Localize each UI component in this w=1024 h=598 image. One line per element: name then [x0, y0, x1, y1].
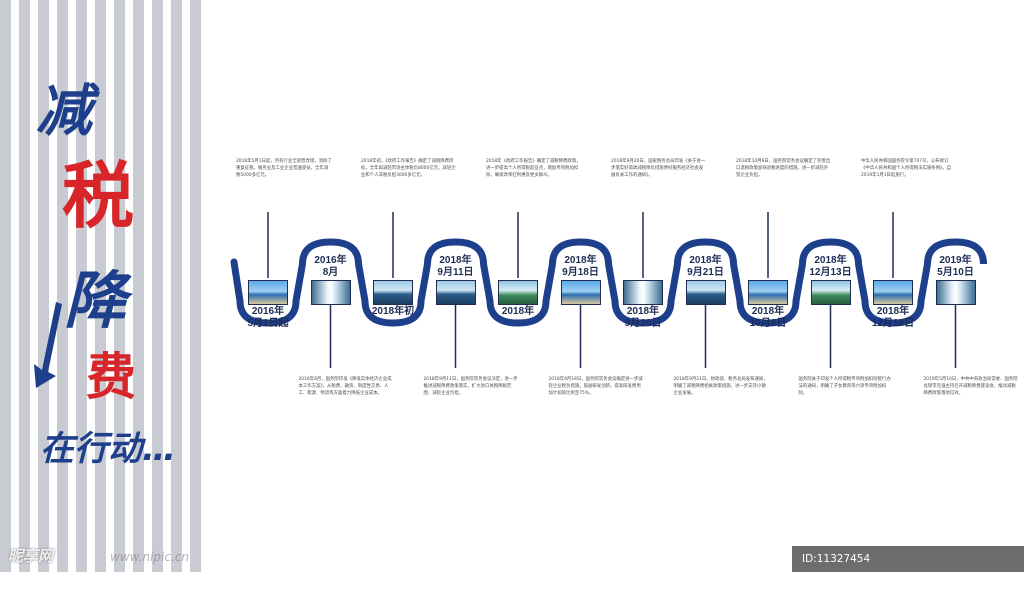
milestone-note: 2018年初，《政府工作报告》确定了减税降费目标，全年再减轻市场主体税负8000… — [361, 159, 456, 178]
milestone-thumbnail — [810, 280, 851, 305]
milestone-note: 2018年9月20日，国家税务总局印发《关于进一步落实好简政减税降负措施更好服务… — [611, 159, 706, 178]
milestone-thumbnail — [498, 280, 538, 305]
slogan-char-1: 减 — [36, 79, 92, 144]
milestone-thumbnail — [373, 280, 413, 305]
milestone-note: 2018年9月21日，财政部、税务总局发布通知，明确了减税降费相关政策措施，进一… — [673, 377, 768, 396]
milestone-note: 2018年《政府工作报告》确定了减税降费政策，进一步提高个人所得税起征点，增加专… — [486, 159, 581, 178]
milestone-date-year: 2018年 — [876, 306, 910, 317]
milestone-date-year: 2016年 — [314, 255, 347, 266]
milestone-date-year: 2019年 — [939, 255, 972, 266]
milestone-date-day: 8月 — [322, 267, 339, 278]
milestone-date-day: 5月1日起 — [247, 318, 289, 329]
down-arrow-icon — [34, 302, 62, 388]
milestone-date-day: 5月10日 — [937, 267, 974, 278]
striped-background — [0, 0, 205, 572]
milestone-date-year: 2018年 — [626, 306, 660, 317]
milestone-date-day: 9月21日 — [687, 267, 724, 278]
slogan-char-4: 费 — [86, 347, 136, 406]
milestone-date-year: 2018年 — [751, 306, 785, 317]
milestone-date-day: 12月18日 — [871, 318, 915, 329]
milestone-note: 2018年10月8日，国务院常务会议确定了完善出口退税政策加快退税进度的措施，进… — [736, 159, 831, 178]
slogan-char-3: 降 — [64, 264, 127, 337]
milestone-thumbnail — [248, 280, 288, 305]
milestone-date: 2018年初 — [353, 306, 433, 318]
milestone-date-year: 2018年 — [689, 255, 722, 266]
image-id-bar: ID:11327454 NO:20191224115224248088 — [792, 546, 1024, 591]
milestone-note: 2016年5月1日起，所有行业全部营改增，消除了重复征税，服务业及工业企业普遍受… — [236, 159, 332, 178]
milestone-thumbnail — [685, 280, 726, 305]
slogan-tagline: 在行动… — [40, 429, 176, 469]
milestone-note: 2018年9月18日，国务院常务会议确定进一步减轻企业税负措施，鼓励研发创新，提… — [548, 377, 643, 396]
milestone-note: 国务院关于印发个人所得税专项附加扣除暂行办法的通知，明确了子女教育等六项专项附加… — [798, 377, 891, 396]
milestone-date-year: 2018年 — [501, 306, 535, 317]
milestone-date-day: 9月11日 — [437, 267, 474, 278]
milestone-date: 2018年 — [478, 306, 558, 318]
milestone-note: 中华人民共和国国务院令第707号，公布修订《中华人民共和国个人所得税法实施条例》… — [861, 159, 952, 178]
slogan-char-2: 税 — [62, 153, 135, 238]
milestone-date-year: 2018年初 — [371, 306, 415, 317]
timeline-path — [230, 238, 987, 327]
milestone-thumbnail — [748, 280, 788, 305]
milestone-date-year: 2016年 — [251, 306, 285, 317]
milestone-note: 2019年5月10日，中共中央政治局常委、国务院总理李克强主持召开减税降费座谈会… — [923, 377, 1018, 396]
milestone-note: 2016年8月，国务院印发《降低实体经济企业成本工作方案》，从税费、融资、制度性… — [298, 377, 392, 396]
milestone-thumbnail — [560, 280, 601, 305]
milestone-thumbnail — [310, 280, 351, 305]
milestone-date-day: 9月18日 — [562, 267, 599, 278]
milestone-date-day: 12月13日 — [809, 267, 852, 278]
watermark-logo: 昵享网 — [8, 547, 54, 565]
milestone-date-year: 2018年 — [439, 255, 472, 266]
milestone-thumbnail — [623, 280, 663, 305]
milestone-note: 2018年9月11日，国务院常务会议决定，进一步推进减税降费政策落实，扩大进口关… — [423, 377, 518, 396]
milestone-date-year: 2018年 — [814, 255, 847, 266]
milestone-date-day: 9月20日 — [624, 318, 662, 329]
watermark-url: www.nipic.cn — [110, 550, 189, 564]
milestone-thumbnail — [935, 280, 976, 305]
milestone-thumbnail — [435, 280, 476, 305]
timeline-wave — [230, 212, 987, 368]
milestone-date-year: 2018年 — [564, 255, 597, 266]
milestone-date-day: 10月8日 — [749, 318, 787, 329]
milestone-thumbnail — [873, 280, 913, 305]
